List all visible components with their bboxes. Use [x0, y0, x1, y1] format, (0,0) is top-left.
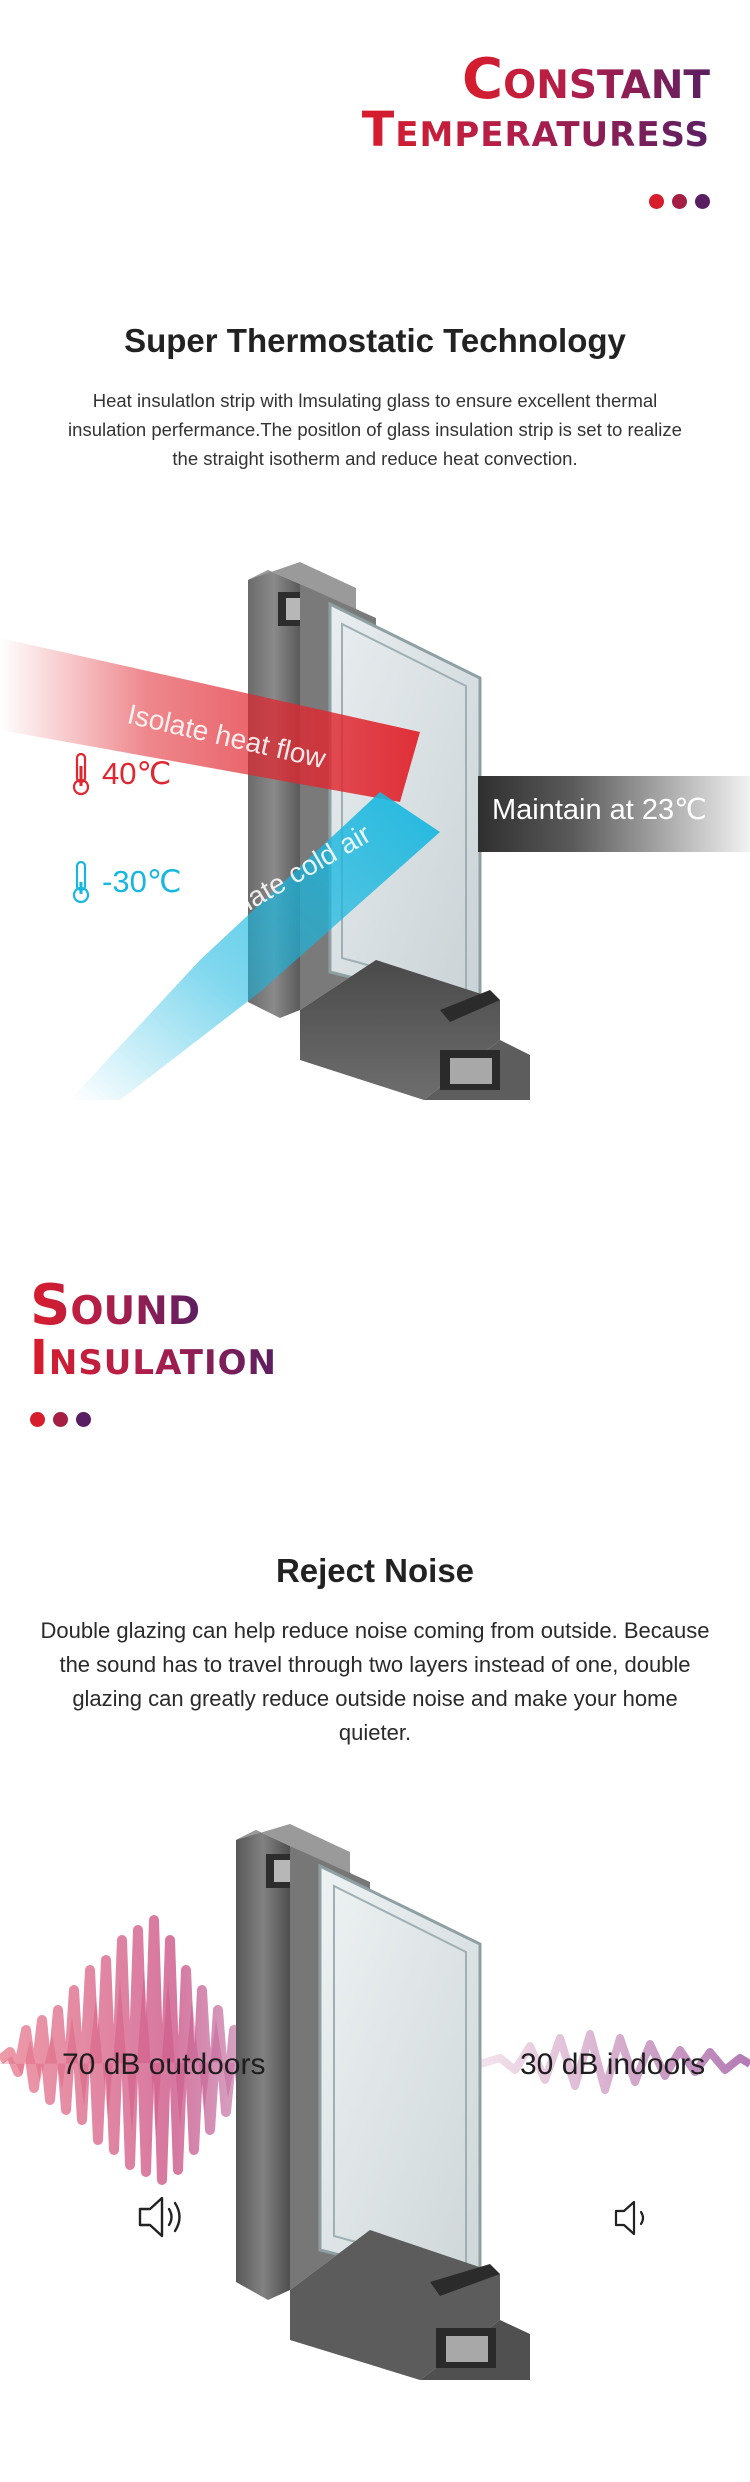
- sound-description: Double glazing can help reduce noise com…: [40, 1618, 710, 1745]
- glass-pane: [318, 1863, 482, 2292]
- speaker-loud-icon: [138, 2196, 181, 2238]
- outdoor-noise-waveform: [0, 1915, 293, 2185]
- frame-bottom-chamber-inner: [450, 1058, 492, 1084]
- thermometer-icon: [72, 752, 90, 796]
- dot-red: [30, 1412, 45, 1427]
- sound-window-illustration: [0, 1824, 750, 2380]
- temperature-dots: [649, 194, 710, 209]
- glass-pane: [328, 601, 482, 1012]
- dot-purple: [76, 1412, 91, 1427]
- temperature-headline-line1: Constant: [462, 47, 710, 112]
- thermal-section-title: Super Thermostatic Technology: [124, 322, 626, 359]
- dot-red: [649, 194, 664, 209]
- indoor-noise-waveform: [478, 2030, 750, 2094]
- sound-headline-line1: Sound: [30, 1273, 201, 1338]
- temperature-headline-line2: Temperaturess: [361, 102, 710, 158]
- thermal-strip: [440, 990, 500, 1022]
- cold-temp-value: -30℃: [102, 864, 182, 899]
- frame-top-profile: [236, 1824, 350, 1874]
- sound-headline-line2: Insulation: [30, 1330, 277, 1386]
- sound-dots: [30, 1412, 91, 1427]
- indoor-db-label: 30 dB indoors: [520, 2048, 706, 2081]
- acoustic-strip: [430, 2264, 500, 2296]
- dot-purple: [695, 194, 710, 209]
- speaker-quiet-icon: [614, 2200, 645, 2236]
- thermal-description: Heat insulatlon strip with lmsulating gl…: [68, 390, 682, 469]
- thermal-window-illustration: [0, 562, 530, 1100]
- maintain-temperature-label: Maintain at 23℃: [492, 792, 707, 827]
- outdoor-db-label: 70 dB outdoors: [62, 2048, 266, 2081]
- dot-crimson: [672, 194, 687, 209]
- maintain-value: 23℃: [641, 794, 707, 826]
- dot-crimson: [53, 1412, 68, 1427]
- maintain-temperature-band: [478, 776, 750, 852]
- maintain-prefix: Maintain at: [492, 794, 634, 826]
- cold-temp-group: -30℃: [70, 860, 182, 904]
- sound-section-title: Reject Noise: [275, 1552, 475, 1589]
- thermometer-icon: [72, 860, 90, 904]
- heat-flow-beam: [0, 638, 420, 802]
- cold-air-beam: [70, 792, 440, 1100]
- hot-temp-group: 40℃: [70, 752, 171, 796]
- hot-temp-value: 40℃: [102, 756, 172, 791]
- frame-top-profile: [248, 562, 356, 610]
- frame-vertical-post: [236, 1830, 290, 2300]
- frame-bottom-chamber-inner: [446, 2336, 488, 2362]
